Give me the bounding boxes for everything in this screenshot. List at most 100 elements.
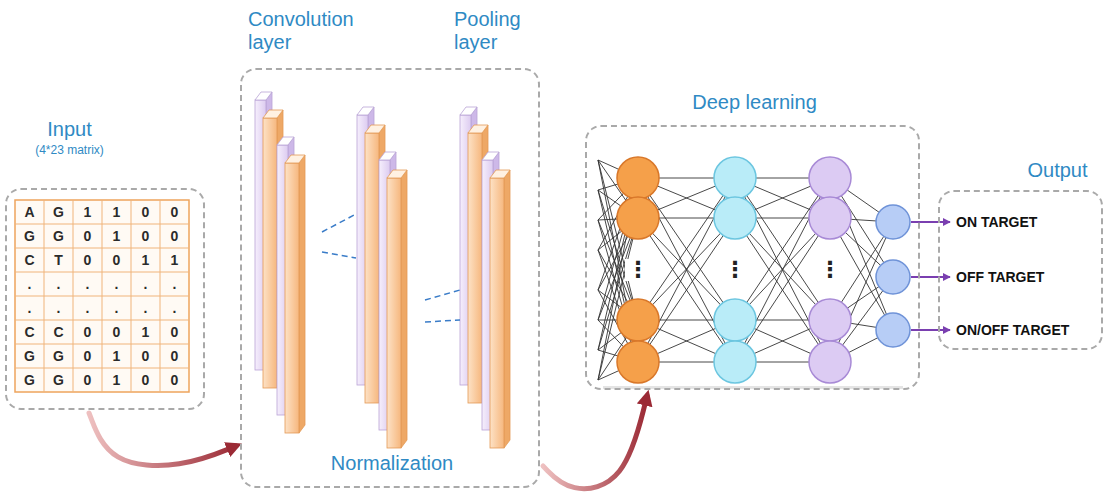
matrix-cell: 1 bbox=[102, 204, 131, 220]
neuron bbox=[617, 299, 659, 341]
matrix-cell: . bbox=[160, 276, 189, 292]
neuron bbox=[809, 197, 851, 239]
map-link bbox=[322, 252, 356, 258]
feature-map bbox=[387, 170, 407, 448]
matrix-cell: . bbox=[15, 276, 44, 292]
matrix-frame bbox=[15, 200, 189, 392]
neuron bbox=[876, 260, 910, 294]
matrix-cell: 0 bbox=[131, 348, 160, 364]
heading-text: Deep learning bbox=[587, 91, 922, 114]
grid-line bbox=[15, 344, 189, 345]
network-link bbox=[638, 218, 735, 362]
neuron bbox=[809, 157, 851, 199]
matrix-cell: 0 bbox=[73, 348, 102, 364]
neuron bbox=[876, 313, 910, 347]
matrix-cell: . bbox=[15, 300, 44, 316]
output-label: ON/OFF TARGET bbox=[956, 322, 1069, 338]
matrix-cell: 1 bbox=[102, 372, 131, 388]
matrix-cell: 1 bbox=[131, 324, 160, 340]
neuron bbox=[617, 197, 659, 239]
matrix-cell: G bbox=[15, 228, 44, 244]
map-link bbox=[322, 214, 356, 232]
cnn-box: Convolution layerPooling layerNormalizat… bbox=[240, 68, 540, 488]
matrix-cell: 0 bbox=[131, 204, 160, 220]
matrix-cell: 0 bbox=[73, 372, 102, 388]
input-box: Input(4*23 matrix) bbox=[5, 188, 205, 410]
matrix-cell: C bbox=[44, 324, 73, 340]
matrix-cell: 0 bbox=[160, 324, 189, 340]
neuron bbox=[809, 341, 851, 383]
matrix-grid bbox=[15, 200, 189, 392]
output-arrow bbox=[911, 329, 950, 331]
network-link bbox=[638, 218, 735, 362]
flow-arrow bbox=[89, 413, 236, 465]
map-link bbox=[425, 320, 460, 322]
matrix-cell: C bbox=[15, 252, 44, 268]
matrix-cell: 0 bbox=[160, 204, 189, 220]
matrix-cell: G bbox=[44, 204, 73, 220]
matrix-cell: G bbox=[44, 372, 73, 388]
network-base bbox=[603, 386, 903, 389]
grid-line bbox=[15, 368, 189, 369]
matrix-cell: 0 bbox=[160, 372, 189, 388]
grid-line bbox=[15, 320, 189, 321]
grid-line bbox=[15, 248, 189, 249]
neuron bbox=[714, 341, 756, 383]
matrix-cell: 0 bbox=[131, 372, 160, 388]
matrix-cell: C bbox=[15, 324, 44, 340]
matrix-cell: 0 bbox=[102, 324, 131, 340]
neuron bbox=[617, 341, 659, 383]
feature-map bbox=[285, 155, 305, 433]
matrix-cell: . bbox=[102, 276, 131, 292]
heading-text: Normalization bbox=[292, 452, 492, 475]
output-arrow bbox=[911, 221, 950, 223]
matrix-cell: 0 bbox=[73, 252, 102, 268]
heading-text: Output bbox=[1010, 159, 1105, 182]
matrix-cell: G bbox=[15, 372, 44, 388]
map-link bbox=[425, 290, 460, 300]
matrix-cell: G bbox=[44, 348, 73, 364]
network-link bbox=[638, 178, 735, 320]
matrix-cell: 1 bbox=[131, 252, 160, 268]
output-box: Output bbox=[938, 190, 1103, 350]
output-arrow bbox=[911, 276, 950, 278]
matrix-cell: 1 bbox=[73, 204, 102, 220]
matrix-cell: G bbox=[44, 228, 73, 244]
network-link bbox=[735, 218, 830, 362]
neuron bbox=[714, 197, 756, 239]
matrix-cell: . bbox=[73, 276, 102, 292]
matrix-cell: 0 bbox=[102, 252, 131, 268]
network-link bbox=[735, 178, 830, 320]
matrix-cell: . bbox=[160, 300, 189, 316]
matrix-cell: . bbox=[102, 300, 131, 316]
network-link bbox=[638, 178, 735, 320]
matrix-cell: 1 bbox=[160, 252, 189, 268]
feature-maps bbox=[255, 92, 510, 448]
neural-network bbox=[598, 157, 950, 389]
network-link bbox=[735, 218, 830, 362]
heading-text: Pooling layer bbox=[454, 8, 549, 54]
matrix-cell: G bbox=[15, 348, 44, 364]
matrix-cell: 0 bbox=[131, 228, 160, 244]
map-links bbox=[322, 214, 460, 322]
neuron bbox=[714, 299, 756, 341]
matrix-cell: 1 bbox=[102, 348, 131, 364]
feature-map bbox=[490, 170, 510, 448]
grid-line bbox=[15, 296, 189, 297]
grid-line bbox=[15, 224, 189, 225]
matrix-cell: 0 bbox=[160, 228, 189, 244]
matrix-cell: 0 bbox=[73, 228, 102, 244]
ellipsis: ⋮ bbox=[722, 259, 748, 281]
neuron bbox=[714, 157, 756, 199]
matrix-cell: 1 bbox=[102, 228, 131, 244]
matrix-cell: . bbox=[131, 300, 160, 316]
grid-line bbox=[15, 272, 189, 273]
network-link bbox=[735, 178, 830, 320]
heading-text: (4*23 matrix) bbox=[7, 144, 132, 158]
matrix-cell: 0 bbox=[73, 324, 102, 340]
matrix-cell: A bbox=[15, 204, 44, 220]
neuron bbox=[809, 299, 851, 341]
ellipsis: ⋮ bbox=[817, 259, 843, 281]
